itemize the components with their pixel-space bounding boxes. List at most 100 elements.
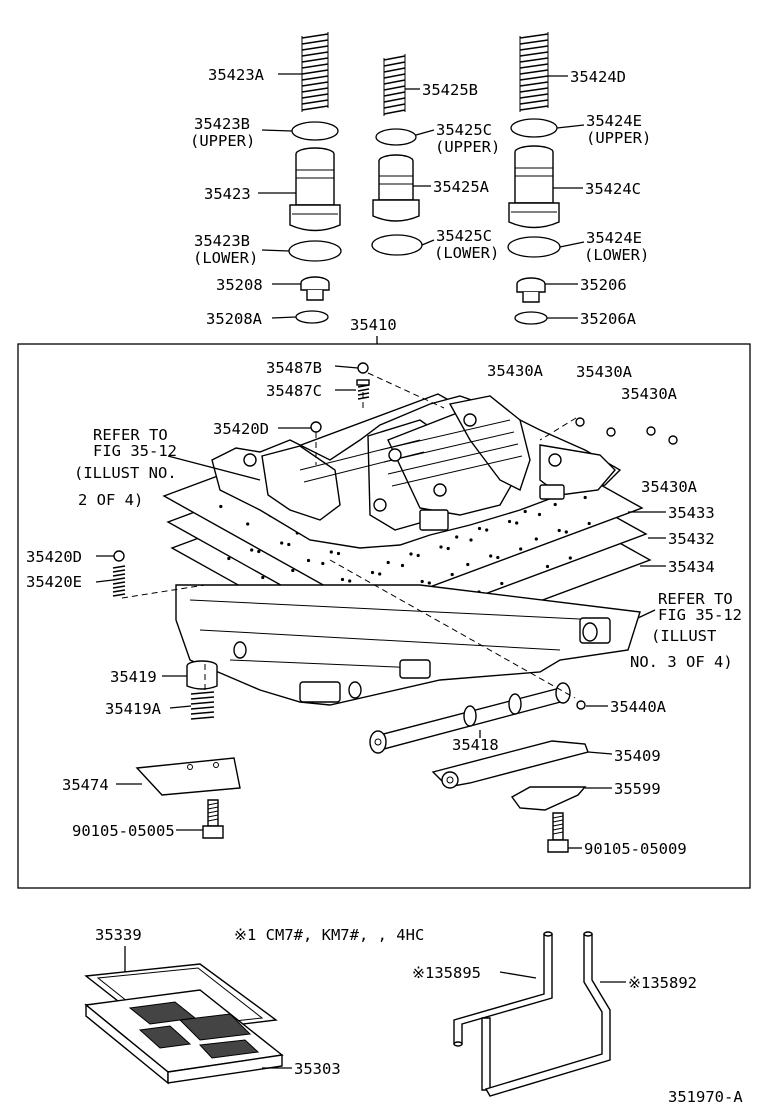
frame-leader-lines: [95, 365, 666, 849]
label-35424E-lower: 35424E: [586, 229, 642, 247]
plate-hole: [469, 538, 473, 542]
o-ring-35425C-lower: [371, 234, 423, 256]
plate-hole: [515, 521, 519, 525]
plate-hole: [496, 555, 500, 560]
plate-hole: [583, 495, 587, 500]
note-refer-upper-1: REFER TO: [93, 426, 168, 444]
plate-hole: [557, 528, 561, 533]
plate-hole: [485, 528, 489, 532]
note-footnote: ※1 CM7#, KM7#, , 4HC: [234, 926, 424, 944]
label-135892: ※135892: [628, 974, 697, 992]
plate-hole: [500, 581, 504, 586]
ball-35420D-top: [310, 421, 322, 433]
plate-hole: [568, 556, 572, 560]
ball-35487B: [357, 362, 369, 374]
label-35409: 35409: [614, 747, 661, 765]
plate-hole: [446, 546, 450, 551]
piston-35423: [289, 147, 341, 232]
label-35433: 35433: [668, 504, 715, 522]
plunger-35419: [186, 660, 218, 690]
piston-35424C: [508, 145, 560, 229]
note-refer-upper-3: (ILLUST NO.: [74, 464, 177, 482]
plate-hole: [409, 552, 413, 556]
ball-35430A-1: [575, 417, 585, 427]
strainer-35474: [135, 757, 241, 796]
plate-hole: [246, 522, 250, 526]
spring-35419A: [190, 691, 215, 720]
o-ring-35425C-upper: [375, 128, 417, 146]
plate-hole: [519, 547, 523, 551]
plate-hole: [455, 535, 459, 539]
plate-hole: [280, 541, 284, 545]
label-35430A-4: 35430A: [641, 478, 698, 496]
label-35487C: 35487C: [266, 382, 322, 400]
plate-hole: [321, 561, 325, 566]
spring-35487C: [356, 379, 370, 400]
label-35208: 35208: [216, 276, 263, 294]
upper-valve-body: [211, 395, 622, 549]
plate-hole: [340, 577, 345, 582]
plate-hole: [291, 568, 295, 573]
label-35419: 35419: [110, 668, 157, 686]
label-135895: ※135895: [412, 964, 481, 982]
label-35424C: 35424C: [585, 180, 641, 198]
label-35423: 35423: [204, 185, 251, 203]
label-35487B: 35487B: [266, 359, 322, 377]
plate-hole: [553, 502, 557, 507]
assembly-frame: [17, 343, 751, 889]
ball-35430A-2: [606, 427, 616, 437]
plate-hole: [507, 519, 512, 524]
ball-35430A-4: [668, 435, 678, 445]
label-35440A: 35440A: [610, 698, 667, 716]
plate-hole: [287, 542, 291, 547]
label-35432: 35432: [668, 530, 715, 548]
plate-hole: [257, 549, 261, 554]
label-35418: 35418: [452, 736, 499, 754]
spring-35424D: [519, 32, 549, 112]
plate-hole: [250, 548, 254, 552]
bolt-90105-05009: [547, 812, 569, 853]
plate-hole: [416, 553, 420, 558]
label-35424D: 35424D: [570, 68, 626, 86]
strainer-hole-2: [213, 762, 219, 768]
label-35423A: 35423A: [208, 66, 265, 84]
plate-hole: [306, 558, 311, 563]
spring-35423A: [301, 32, 329, 112]
note-refer-upper-2: FIG 35-12: [93, 442, 177, 460]
o-ring-35424E-upper: [510, 118, 558, 138]
plate-hole: [545, 564, 550, 569]
plate-hole: [450, 572, 454, 577]
plate-hole: [523, 509, 527, 514]
plate-hole: [329, 550, 333, 554]
label-lower-3: (LOWER): [584, 246, 649, 264]
label-35424E-upper: 35424E: [586, 112, 642, 130]
plate-hole: [336, 551, 341, 556]
label-35434: 35434: [668, 558, 715, 576]
o-ring-35423B-upper: [291, 121, 339, 141]
o-ring-35423B-lower: [288, 240, 342, 262]
label-lower-2: (LOWER): [434, 244, 499, 262]
cover-35599: [510, 786, 587, 811]
note-refer-upper-4: 2 OF 4): [78, 491, 143, 509]
label-35420D-top: 35420D: [213, 420, 269, 438]
note-refer-lower-1: REFER TO: [658, 590, 733, 608]
label-35303: 35303: [294, 1060, 341, 1078]
label-35419A: 35419A: [105, 700, 162, 718]
dashed-alignment-lines: [121, 372, 577, 699]
label-35430A-1: 35430A: [487, 362, 544, 380]
label-35425A: 35425A: [433, 178, 490, 196]
label-35423B-upper: 35423B: [194, 115, 250, 133]
label-upper-2: (UPPER): [435, 138, 500, 156]
o-ring-35206A: [514, 311, 548, 325]
label-35430A-2: 35430A: [576, 363, 633, 381]
plate-hole: [400, 563, 405, 568]
plug-35208: [300, 276, 330, 301]
plate-hole: [477, 526, 482, 531]
plug-35206: [516, 277, 546, 303]
label-90105-05005: 90105-05005: [72, 822, 175, 840]
plate-hole: [227, 556, 231, 561]
plate-hole: [439, 545, 443, 549]
plate-hole: [386, 560, 390, 565]
label-35208A: 35208A: [206, 310, 263, 328]
leader-135895: [499, 971, 537, 979]
